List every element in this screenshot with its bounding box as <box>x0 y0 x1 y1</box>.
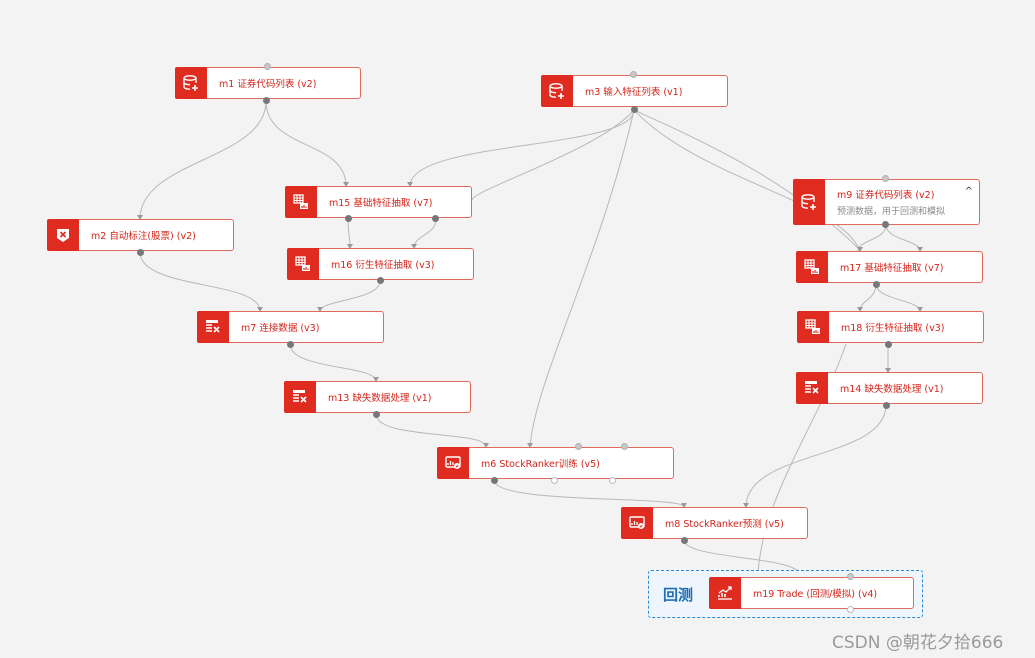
node-m9-sublabel: 预测数据，用于回测和模拟 <box>837 207 946 217</box>
node-m16[interactable]: m16 衍生特征抽取 (v3) <box>287 248 474 280</box>
node-m8-output-port[interactable] <box>681 537 688 544</box>
node-m9-input-port[interactable] <box>882 175 889 182</box>
node-m6-output-port-3[interactable] <box>609 477 616 484</box>
node-m1-output-port[interactable] <box>263 97 270 104</box>
node-m15-output-port-1[interactable] <box>345 215 352 222</box>
node-m6-output-port-2[interactable] <box>551 477 558 484</box>
table-chart-icon <box>797 311 829 343</box>
edge-m6-m8 <box>493 479 685 508</box>
table-chart-icon <box>287 248 319 280</box>
node-m9-output-port[interactable] <box>882 221 889 228</box>
node-m7[interactable]: m7 连接数据 (v3) <box>197 311 384 343</box>
node-m16-label: m16 衍生特征抽取 (v3) <box>331 260 435 271</box>
node-m6[interactable]: m6 StockRanker训练 (v5) <box>437 447 674 479</box>
node-m7-output-port[interactable] <box>287 341 294 348</box>
node-m13-output-port[interactable] <box>373 411 380 418</box>
node-m13-label: m13 缺失数据处理 (v1) <box>328 393 432 404</box>
node-m3[interactable]: m3 输入特征列表 (v1) <box>541 75 728 107</box>
edge-m3-m6 <box>529 109 635 448</box>
node-m16-output-port[interactable] <box>377 277 384 284</box>
edge-m3-m16-path <box>471 109 635 201</box>
node-m1[interactable]: m1 证券代码列表 (v2) <box>175 67 361 99</box>
node-m13[interactable]: m13 缺失数据处理 (v1) <box>284 381 471 413</box>
table-chart-icon <box>796 251 828 283</box>
node-m3-input-port[interactable] <box>630 71 637 78</box>
edge-m9-m17b <box>885 224 921 252</box>
edge-m15-m16b <box>413 218 437 249</box>
edge-m2-m7 <box>139 251 261 312</box>
node-m15[interactable]: m15 基础特征抽取 (v7) <box>285 186 472 218</box>
edge-m16-m7 <box>319 280 381 312</box>
node-m6-output-port[interactable] <box>491 477 498 484</box>
node-m17[interactable]: m17 基础特征抽取 (v7) <box>796 251 983 283</box>
node-m17-output-port[interactable] <box>873 281 880 288</box>
node-m19-input-port-3[interactable] <box>847 573 854 580</box>
node-m3-label: m3 输入特征列表 (v1) <box>585 87 683 98</box>
edge-m13-m6 <box>375 413 487 448</box>
edge-m3-m17 <box>633 109 861 252</box>
node-m19-label: m19 Trade (回测/模拟) (v4) <box>753 589 878 600</box>
table-fix-icon <box>796 372 828 404</box>
node-m3-output-port[interactable] <box>631 106 638 113</box>
node-m1-label: m1 证券代码列表 (v2) <box>219 79 317 90</box>
table-fix-icon <box>284 381 316 413</box>
node-m18-output-port[interactable] <box>885 341 892 348</box>
node-m15-label: m15 基础特征抽取 (v7) <box>329 198 433 209</box>
node-m18[interactable]: m18 衍生特征抽取 (v3) <box>797 311 984 343</box>
node-m8[interactable]: m8 StockRanker预测 (v5) <box>621 507 808 539</box>
node-m6-input-port-4[interactable] <box>621 443 628 450</box>
database-import-icon <box>541 75 573 107</box>
edge-m15-m16a <box>347 218 351 249</box>
edge-m17-m18a <box>859 283 877 312</box>
database-import-icon <box>793 179 825 225</box>
edge-m1-m2 <box>139 100 267 220</box>
node-m14[interactable]: m14 缺失数据处理 (v1) <box>796 372 983 404</box>
node-m17-label: m17 基础特征抽取 (v7) <box>840 263 944 274</box>
node-m9-label: m9 证券代码列表 (v2) <box>837 190 935 201</box>
node-m15-output-port-2[interactable] <box>432 215 439 222</box>
node-m2-output-port[interactable] <box>137 249 144 256</box>
node-m8-label: m8 StockRanker预测 (v5) <box>665 519 784 530</box>
table-join-icon <box>197 311 229 343</box>
node-m14-output-port[interactable] <box>883 402 890 409</box>
chevron-up-icon[interactable]: ^ <box>964 186 973 197</box>
node-m19-output-port[interactable] <box>847 606 854 613</box>
edge-m17-m18b <box>875 283 921 312</box>
backtest-group-label: 回测 <box>663 586 694 604</box>
node-m7-label: m7 连接数据 (v3) <box>241 323 320 334</box>
edge-m14-m8 <box>745 404 887 508</box>
node-m9[interactable]: m9 证券代码列表 (v2) 预测数据，用于回测和模拟 ^ <box>793 179 980 225</box>
trend-chart-icon <box>709 577 741 609</box>
node-m18-label: m18 衍生特征抽取 (v3) <box>841 323 945 334</box>
edge-m7-m13 <box>289 343 377 382</box>
node-m6-input-port-3[interactable] <box>575 443 582 450</box>
node-m2-label: m2 自动标注(股票) (v2) <box>91 231 196 242</box>
node-m2[interactable]: m2 自动标注(股票) (v2) <box>47 219 234 251</box>
edge-m1-m15 <box>265 100 347 187</box>
node-m14-label: m14 缺失数据处理 (v1) <box>840 384 944 395</box>
node-m19[interactable]: m19 Trade (回测/模拟) (v4) <box>709 577 914 609</box>
node-m1-input-port[interactable] <box>264 63 271 70</box>
edge-m3-m15 <box>409 109 635 187</box>
auto-label-icon <box>47 219 79 251</box>
database-import-icon <box>175 67 207 99</box>
model-predict-icon <box>621 507 653 539</box>
csdn-watermark: CSDN @朝花夕拾666 <box>832 633 1004 653</box>
node-m6-label: m6 StockRanker训练 (v5) <box>481 459 600 470</box>
model-train-icon <box>437 447 469 479</box>
table-chart-icon <box>285 186 317 218</box>
